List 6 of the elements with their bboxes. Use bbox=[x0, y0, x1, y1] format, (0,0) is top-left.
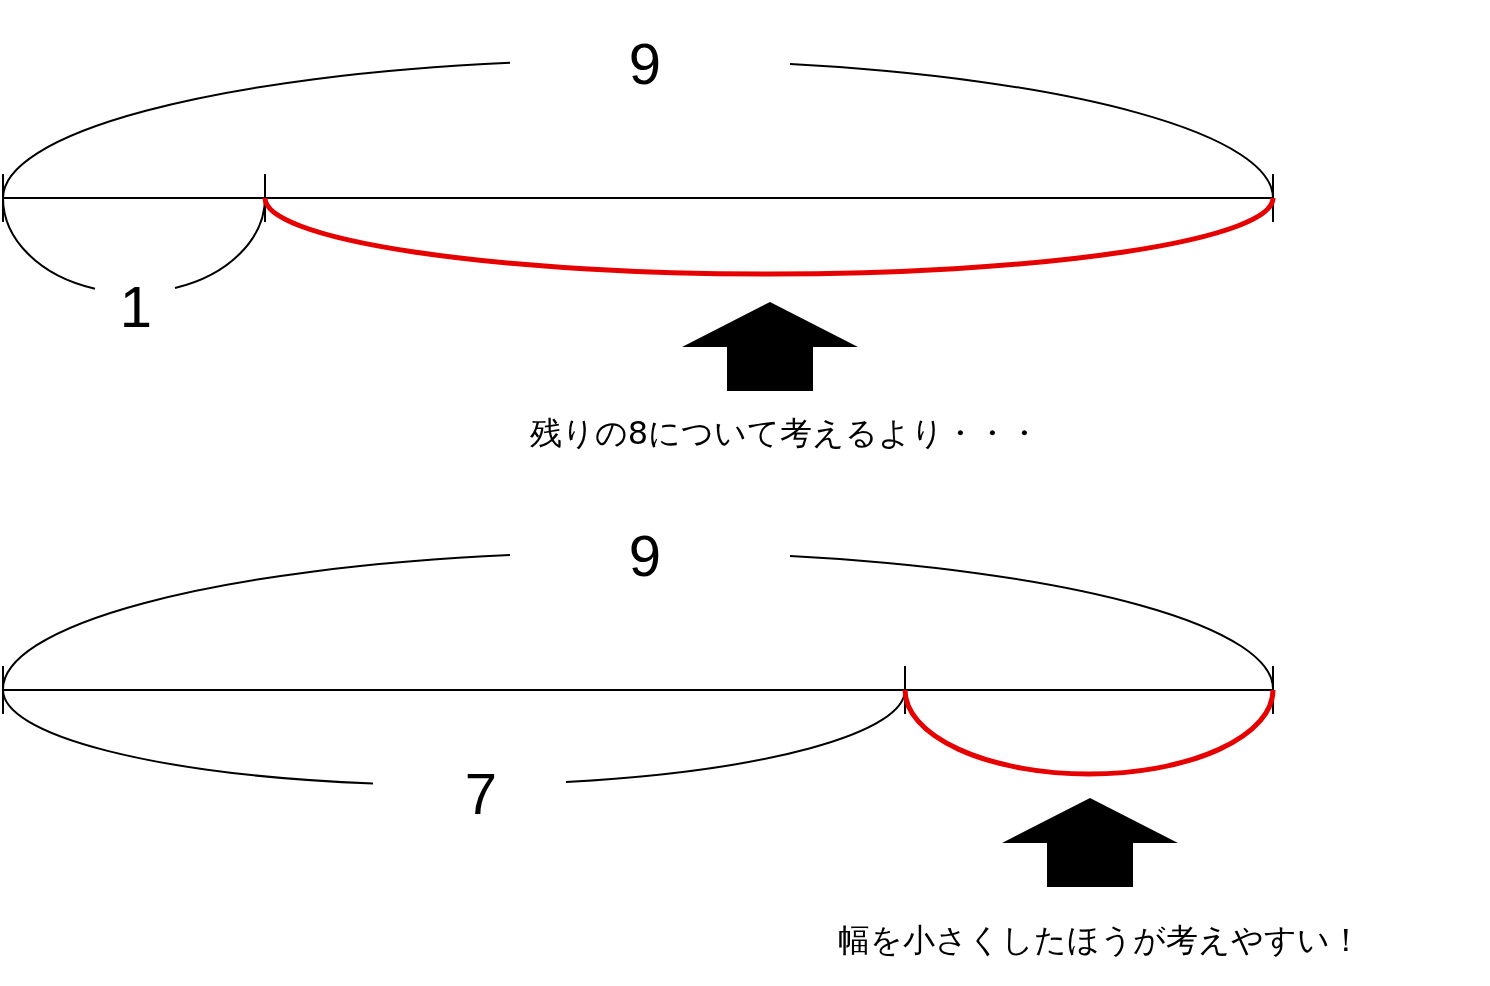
note-text: 幅を小さくしたほうが考えやすい！ bbox=[838, 920, 1362, 960]
brace-label: 7 bbox=[464, 765, 498, 823]
note-text: 残りの8について考えるより・・・ bbox=[529, 413, 1041, 453]
brace-label: 9 bbox=[628, 527, 662, 585]
brace-label: 9 bbox=[628, 35, 662, 93]
brace-label: 1 bbox=[119, 278, 153, 336]
